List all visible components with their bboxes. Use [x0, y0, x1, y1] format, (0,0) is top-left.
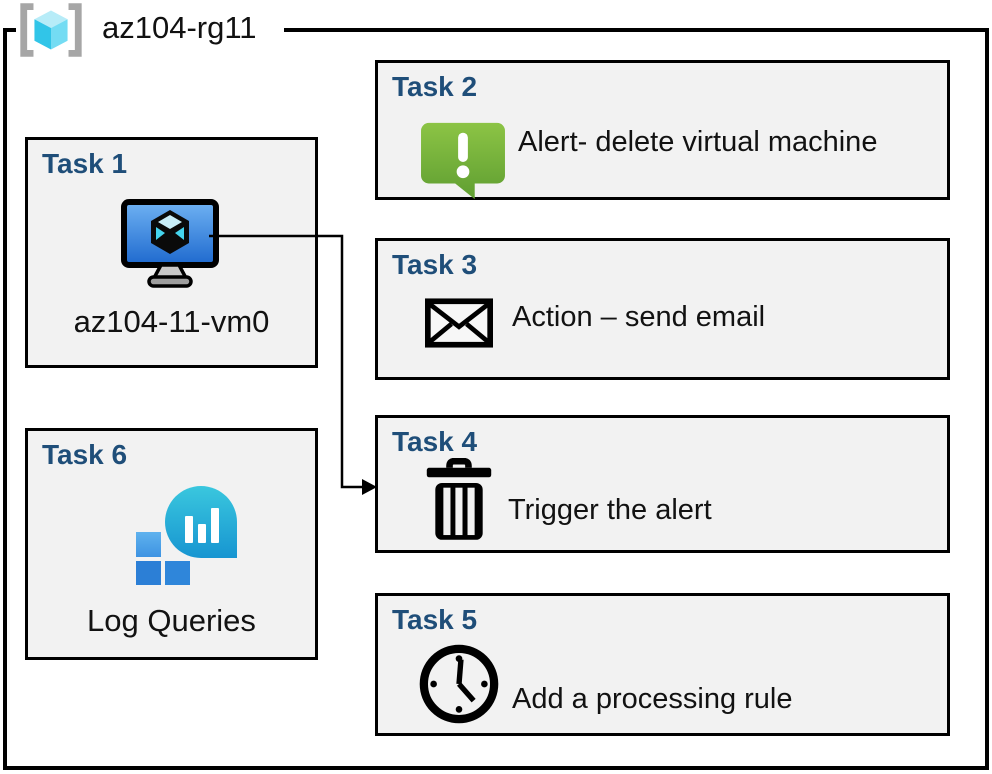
- task6-box: Task 6 Log Queries: [25, 428, 318, 660]
- resource-group-header-background: [16, 18, 284, 40]
- alert-message-icon: [418, 120, 508, 207]
- delete-trash-icon: [423, 457, 495, 547]
- task4-box: Task 4 Trigger the alert: [375, 415, 950, 553]
- task4-label: Trigger the alert: [508, 494, 712, 526]
- resource-group-border: [3, 28, 989, 770]
- task5-title: Task 5: [392, 604, 478, 635]
- resource-group-name: az104-rg11: [102, 10, 257, 45]
- task6-title: Task 6: [42, 439, 128, 470]
- task4-title: Task 4: [392, 426, 478, 457]
- log-analytics-icon: [136, 486, 243, 590]
- resource-group-icon: [14, 2, 88, 58]
- task1-box: Task 1 az104-11-vm0: [25, 137, 318, 368]
- clock-icon: [417, 643, 501, 730]
- task1-title: Task 1: [42, 148, 128, 179]
- task2-box: Task 2 Alert- delete virtual machine: [375, 60, 950, 200]
- virtual-machine-icon: [120, 198, 220, 295]
- task2-label: Alert- delete virtual machine: [518, 126, 878, 158]
- task6-label: Log Queries: [87, 603, 256, 638]
- task1-label: az104-11-vm0: [73, 304, 270, 339]
- email-envelope-icon: [425, 298, 493, 353]
- task3-title: Task 3: [392, 249, 478, 280]
- task5-label: Add a processing rule: [512, 683, 793, 715]
- task5-box: Task 5 Add a processing rule: [375, 593, 950, 736]
- task3-box: Task 3 Action – send email: [375, 238, 950, 380]
- task2-title: Task 2: [392, 71, 478, 102]
- task3-label: Action – send email: [512, 301, 766, 333]
